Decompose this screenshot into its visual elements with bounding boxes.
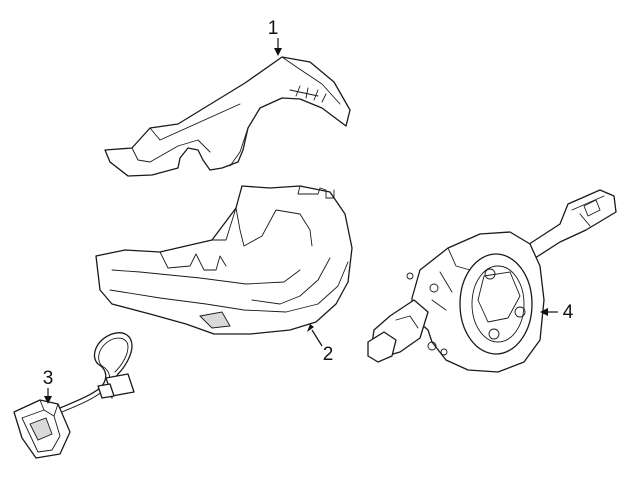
callout-label-2: 2 [323,344,334,365]
callout-label-3: 3 [43,368,54,389]
callout-label-1: 1 [268,18,279,39]
callout-1: 1 [268,18,282,56]
callout-3: 3 [43,368,54,404]
lower-column-cover [95,185,353,335]
switch-harness [13,332,135,459]
callout-4: 4 [540,302,574,323]
callout-label-4: 4 [563,302,574,323]
upper-column-cover [104,56,351,177]
clock-spring-switch [367,189,617,373]
callout-2: 2 [307,324,333,365]
